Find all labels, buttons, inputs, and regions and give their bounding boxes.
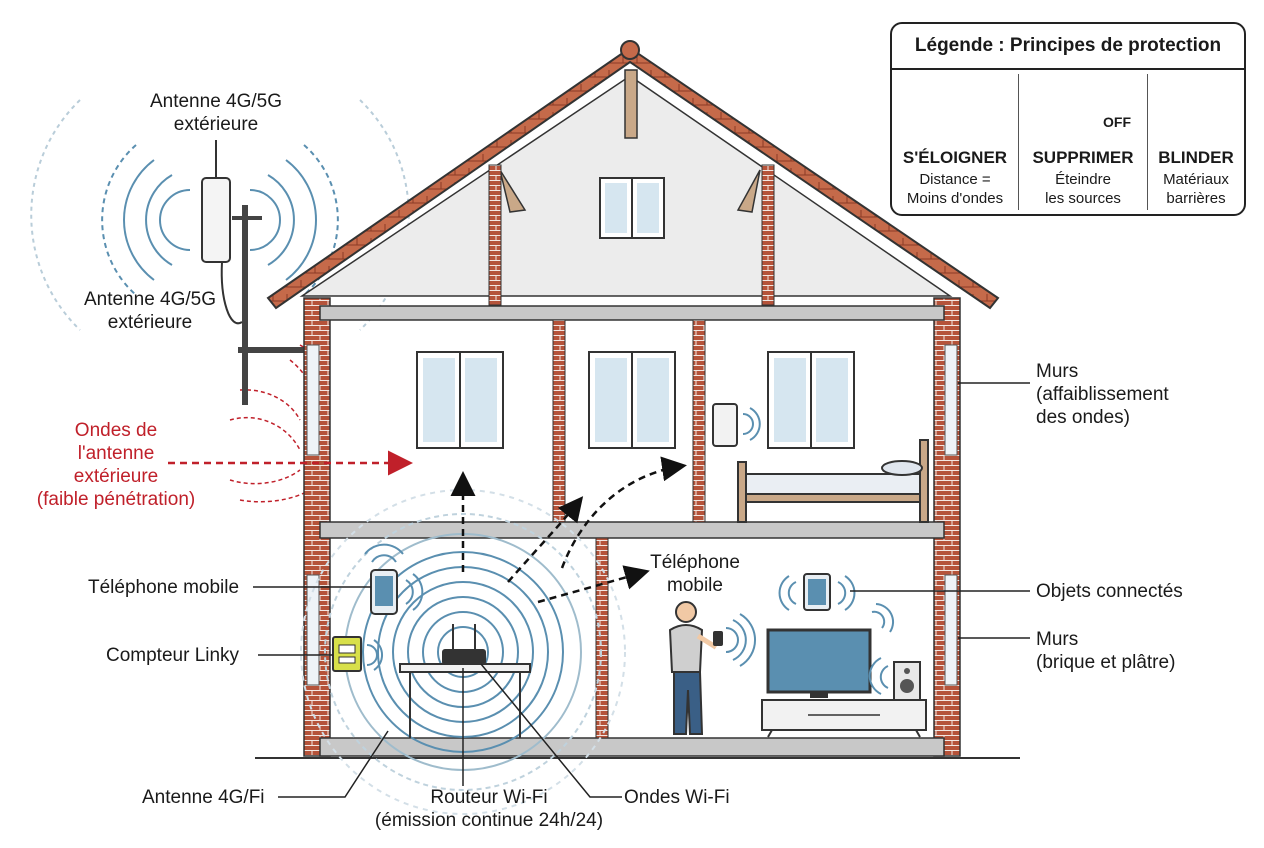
speaker [868,657,921,701]
tv [761,603,927,738]
legend-item-line2: Moins d'ondes [906,190,1004,207]
legend-item-shield: BLINDER Matériaux barrières [1148,70,1244,214]
legend-divider [1147,74,1148,210]
legend-item-desc: Distance = Moins d'ondes [892,170,1018,208]
off-badge-text: OFF [1103,114,1131,130]
linky-label: Compteur Linky [106,645,240,666]
connected-objects-label: Objets connectés [1036,581,1183,602]
legend-item-line1: Matériaux [1163,171,1229,188]
walls-bottom-line2: (brique et plâtre) [1036,652,1176,673]
leader-lines [253,382,1030,798]
phone-center-line2: mobile [667,575,723,596]
waves-line4: (faible pénétration) [36,489,196,510]
legend-box: Légende : Principes de protection S'ÉLOI… [890,22,1246,216]
walls-bottom-label: Murs (brique et plâtre) [1036,628,1175,674]
antenna-top-line2: extérieure [173,114,259,135]
walls-top-line2: (affaiblissement [1036,384,1169,405]
person [668,601,723,735]
wifi-waves-label: Ondes Wi-Fi [624,787,730,808]
router-line1: Routeur Wi-Fi [430,787,548,808]
antenna-mid-line1: Antenne 4G/5G [83,289,217,310]
router-table [399,624,531,738]
router-line2: (émission continue 24h/24) [374,810,604,831]
roof [266,40,1000,310]
legend-item-desc: Éteindre les sources [1019,170,1147,208]
legend-item-title: SUPPRIMER [1032,148,1134,167]
walls-top-line3: des ondes) [1036,407,1131,428]
exterior-waves-label: Ondes de l'antenne extérieure (faible pé… [28,419,204,511]
legend-item-title: S'ÉLOIGNER [902,148,1008,167]
phone-left-label: Téléphone mobile [88,577,240,598]
legend-title: Légende : Principes de protection [892,24,1244,70]
antenna-mid-label: Antenne 4G/5G extérieure [60,288,240,334]
antenna-mid-line2: extérieure [107,312,193,333]
antenna-bottom-label: Antenne 4G/Fi [142,787,265,808]
exterior-antenna [201,140,305,405]
waves-line1: Ondes de [74,420,158,441]
waves-line2: l'antenne [77,443,155,464]
walls-top-line1: Murs [1036,361,1079,382]
wave-arrows [450,456,687,604]
legend-item-line2: les sources [1045,190,1121,207]
phone-center-label: Téléphone mobile [640,551,750,597]
tablet [778,573,856,611]
phone-center-line1: Téléphone [650,552,740,573]
legend-item-line1: Distance = [919,171,991,188]
legend-item-remove: OFF SUPPRIMER Éteindre les sources [1019,70,1147,214]
router-label: Routeur Wi-Fi (émission continue 24h/24) [364,786,614,832]
legend-item-desc: Matériaux barrières [1148,170,1244,208]
walls-top-label: Murs (affaiblissement des ondes) [1036,360,1169,429]
legend-item-distance: S'ÉLOIGNER Distance = Moins d'ondes [892,70,1018,214]
legend-item-title: BLINDER [1158,148,1234,167]
upper-windows [416,351,855,449]
antenna-top-line1: Antenne 4G/5G [149,91,283,112]
legend-item-line2: barrières [1166,190,1226,207]
waves-line3: extérieure [73,466,159,487]
legend-item-line1: Éteindre [1055,171,1111,188]
legend-divider [1018,74,1019,210]
antenna-top-label: Antenne 4G/5G extérieure [136,90,296,136]
bed [737,439,929,523]
linky-meter [332,636,362,672]
walls-bottom-line1: Murs [1036,629,1079,650]
